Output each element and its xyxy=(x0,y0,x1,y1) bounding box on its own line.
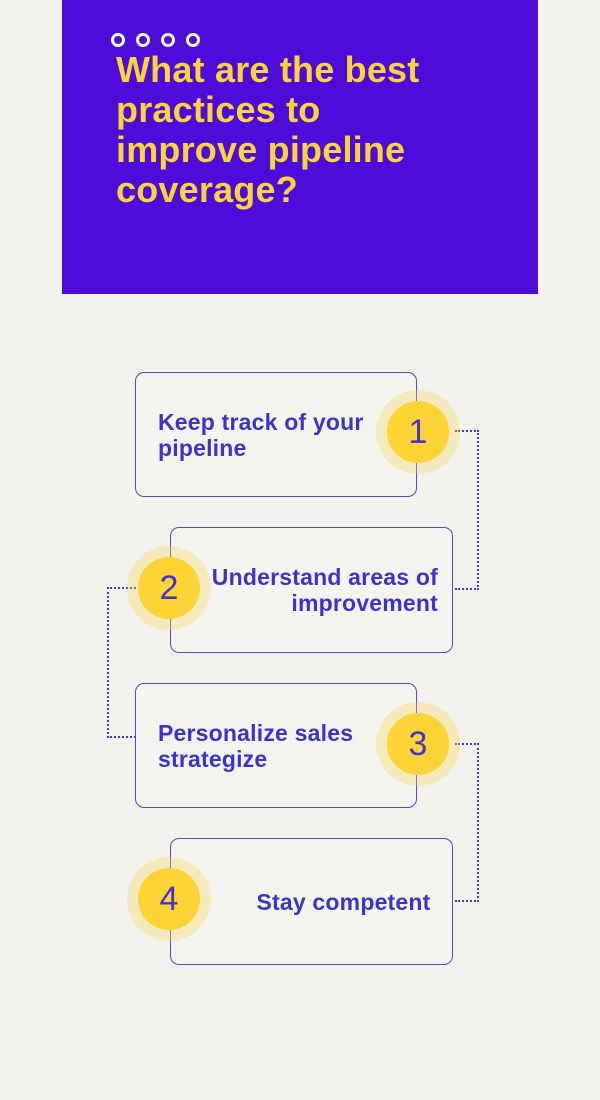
step-card-label: Understand areas of improvement xyxy=(211,564,438,616)
decor-dots xyxy=(111,33,200,47)
step-badge-4: 4 xyxy=(138,868,200,930)
step-badge-halo-4: 4 xyxy=(127,857,211,941)
step-card-label: Stay competent xyxy=(256,888,431,915)
step-number: 4 xyxy=(159,880,179,918)
step-card-3: Personalize sales strategize xyxy=(135,683,417,808)
decor-dot-icon xyxy=(111,33,125,47)
step-number: 3 xyxy=(408,725,428,763)
step-badge-halo-3: 3 xyxy=(376,702,460,786)
connector-step2-step3 xyxy=(107,587,136,738)
step-card-label: Personalize sales strategize xyxy=(158,719,354,772)
page-title: What are the best practices to improve p… xyxy=(116,49,420,210)
decor-dot-icon xyxy=(161,33,175,47)
step-card-1: Keep track of your pipeline xyxy=(135,372,417,497)
header-panel: What are the best practices to improve p… xyxy=(62,0,538,294)
connector-step3-step4 xyxy=(455,743,479,902)
step-card-2: Understand areas of improvement xyxy=(170,527,453,653)
step-number: 2 xyxy=(159,569,179,607)
step-number: 1 xyxy=(408,413,428,451)
step-badge-1: 1 xyxy=(387,401,449,463)
decor-dot-icon xyxy=(186,33,200,47)
decor-dot-icon xyxy=(136,33,150,47)
step-badge-halo-2: 2 xyxy=(127,546,211,630)
step-card-4: Stay competent xyxy=(170,838,453,965)
step-badge-2: 2 xyxy=(138,557,200,619)
step-badge-3: 3 xyxy=(387,713,449,775)
step-card-label: Keep track of your pipeline xyxy=(158,408,364,461)
connector-step1-step2 xyxy=(455,430,479,590)
step-badge-halo-1: 1 xyxy=(376,390,460,474)
